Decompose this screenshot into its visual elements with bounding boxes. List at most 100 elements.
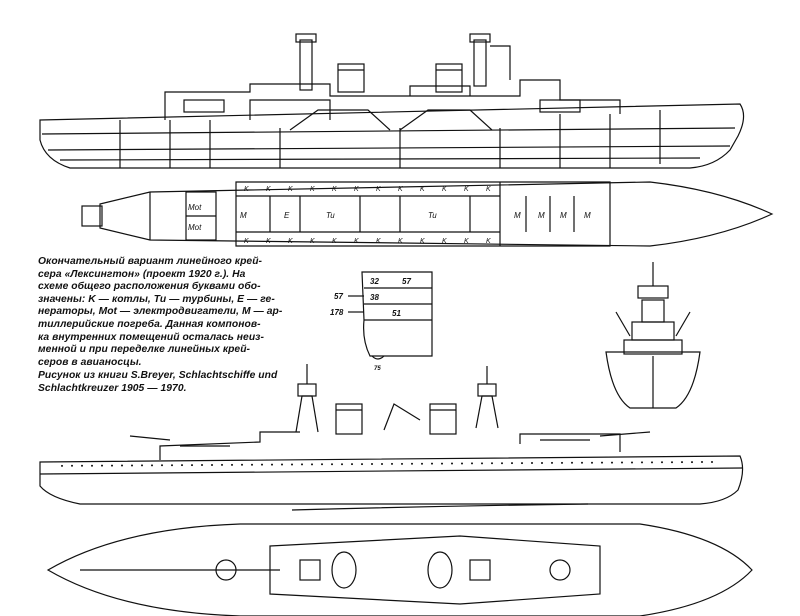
caption-line: Окончательный вариант линейного крей- — [38, 256, 263, 267]
porthole — [501, 462, 503, 465]
porthole — [411, 462, 413, 465]
porthole — [651, 461, 653, 464]
porthole — [101, 464, 103, 467]
porthole — [321, 463, 323, 466]
porthole — [641, 461, 643, 464]
section-label-32: 32 — [370, 277, 379, 286]
label-k: K — [398, 186, 403, 193]
porthole — [91, 464, 93, 467]
label-m-3: M — [560, 211, 567, 220]
porthole — [361, 463, 363, 466]
section-label-51: 51 — [392, 309, 401, 318]
porthole — [131, 464, 133, 467]
section-label-38: 38 — [370, 293, 379, 302]
label-k: K — [486, 238, 491, 245]
label-m-4: M — [584, 211, 591, 220]
porthole — [271, 463, 273, 466]
porthole — [281, 463, 283, 466]
porthole — [291, 463, 293, 466]
label-tu-2: Tu — [428, 211, 437, 220]
caption-line: ка внутренних помещений осталась неиз- — [38, 331, 264, 343]
porthole — [121, 464, 123, 467]
section-label-57: 57 — [402, 277, 411, 286]
porthole — [311, 463, 313, 466]
caption-line: тиллерийские погреба. Данная компонов- — [38, 318, 261, 330]
porthole — [431, 462, 433, 465]
caption: Окончательный вариант линейного крей- се… — [38, 256, 300, 396]
label-k: K — [420, 238, 425, 245]
profile-internal-layout — [39, 33, 745, 169]
porthole — [221, 463, 223, 466]
porthole — [151, 464, 153, 467]
porthole — [691, 461, 693, 464]
porthole — [511, 462, 513, 465]
porthole — [571, 461, 573, 464]
porthole — [251, 463, 253, 466]
profile-external — [39, 364, 744, 511]
caption-line: нераторы, Mot — электродвигатели, M — ар… — [38, 306, 283, 318]
label-k: K — [442, 186, 447, 193]
porthole — [581, 461, 583, 464]
label-m-2: M — [538, 211, 545, 220]
porthole — [591, 461, 593, 464]
label-k: K — [266, 186, 271, 193]
porthole — [351, 463, 353, 466]
caption-line: менной и при переделке линейных крей- — [38, 344, 251, 356]
label-e: E — [284, 211, 290, 220]
porthole — [161, 464, 163, 467]
caption-line: значены: K — котлы, Tu — турбины, E — ге… — [38, 293, 275, 305]
section-depth-178: 178 — [330, 308, 344, 317]
porthole — [561, 461, 563, 464]
porthole — [491, 462, 493, 465]
porthole — [481, 462, 483, 465]
label-k: K — [376, 186, 381, 193]
section-diagram — [348, 271, 433, 360]
porthole — [421, 462, 423, 465]
label-k: K — [244, 186, 249, 193]
section-label-75: 75 — [374, 366, 381, 372]
porthole — [341, 463, 343, 466]
caption-line: схеме общего расположения буквами обо- — [38, 281, 261, 293]
porthole — [81, 464, 83, 467]
label-k: K — [354, 238, 359, 245]
porthole — [231, 463, 233, 466]
label-k: K — [464, 238, 469, 245]
label-k: K — [310, 186, 315, 193]
porthole — [71, 464, 73, 467]
label-k: K — [354, 186, 359, 193]
label-tu-1: Tu — [326, 211, 335, 220]
porthole — [441, 462, 443, 465]
label-m-1: M — [514, 211, 521, 220]
porthole — [521, 462, 523, 465]
label-k: K — [288, 238, 293, 245]
plan-machinery-layout — [81, 181, 774, 247]
porthole — [191, 464, 193, 467]
porthole — [531, 462, 533, 465]
label-k: K — [420, 186, 425, 193]
caption-line: сера «Лексингтон» (проект 1920 г.). На — [38, 268, 246, 280]
label-k: K — [266, 238, 271, 245]
porthole — [461, 462, 463, 465]
porthole — [601, 461, 603, 464]
porthole — [171, 464, 173, 467]
label-mot-upper: Mot — [188, 203, 202, 212]
porthole — [201, 464, 203, 467]
porthole — [381, 462, 383, 465]
source-line: Рисунок из книги S.Breyer, Schlachtschif… — [38, 370, 278, 382]
porthole — [261, 463, 263, 466]
porthole — [401, 462, 403, 465]
label-k: K — [332, 186, 337, 193]
porthole — [671, 461, 673, 464]
label-k: K — [442, 238, 447, 245]
section-depth-57: 57 — [334, 292, 343, 301]
porthole — [611, 461, 613, 464]
front-elevation — [605, 262, 701, 409]
label-mot-lower: Mot — [188, 223, 202, 232]
label-k: K — [332, 238, 337, 245]
porthole — [631, 461, 633, 464]
porthole — [621, 461, 623, 464]
porthole — [681, 461, 683, 464]
